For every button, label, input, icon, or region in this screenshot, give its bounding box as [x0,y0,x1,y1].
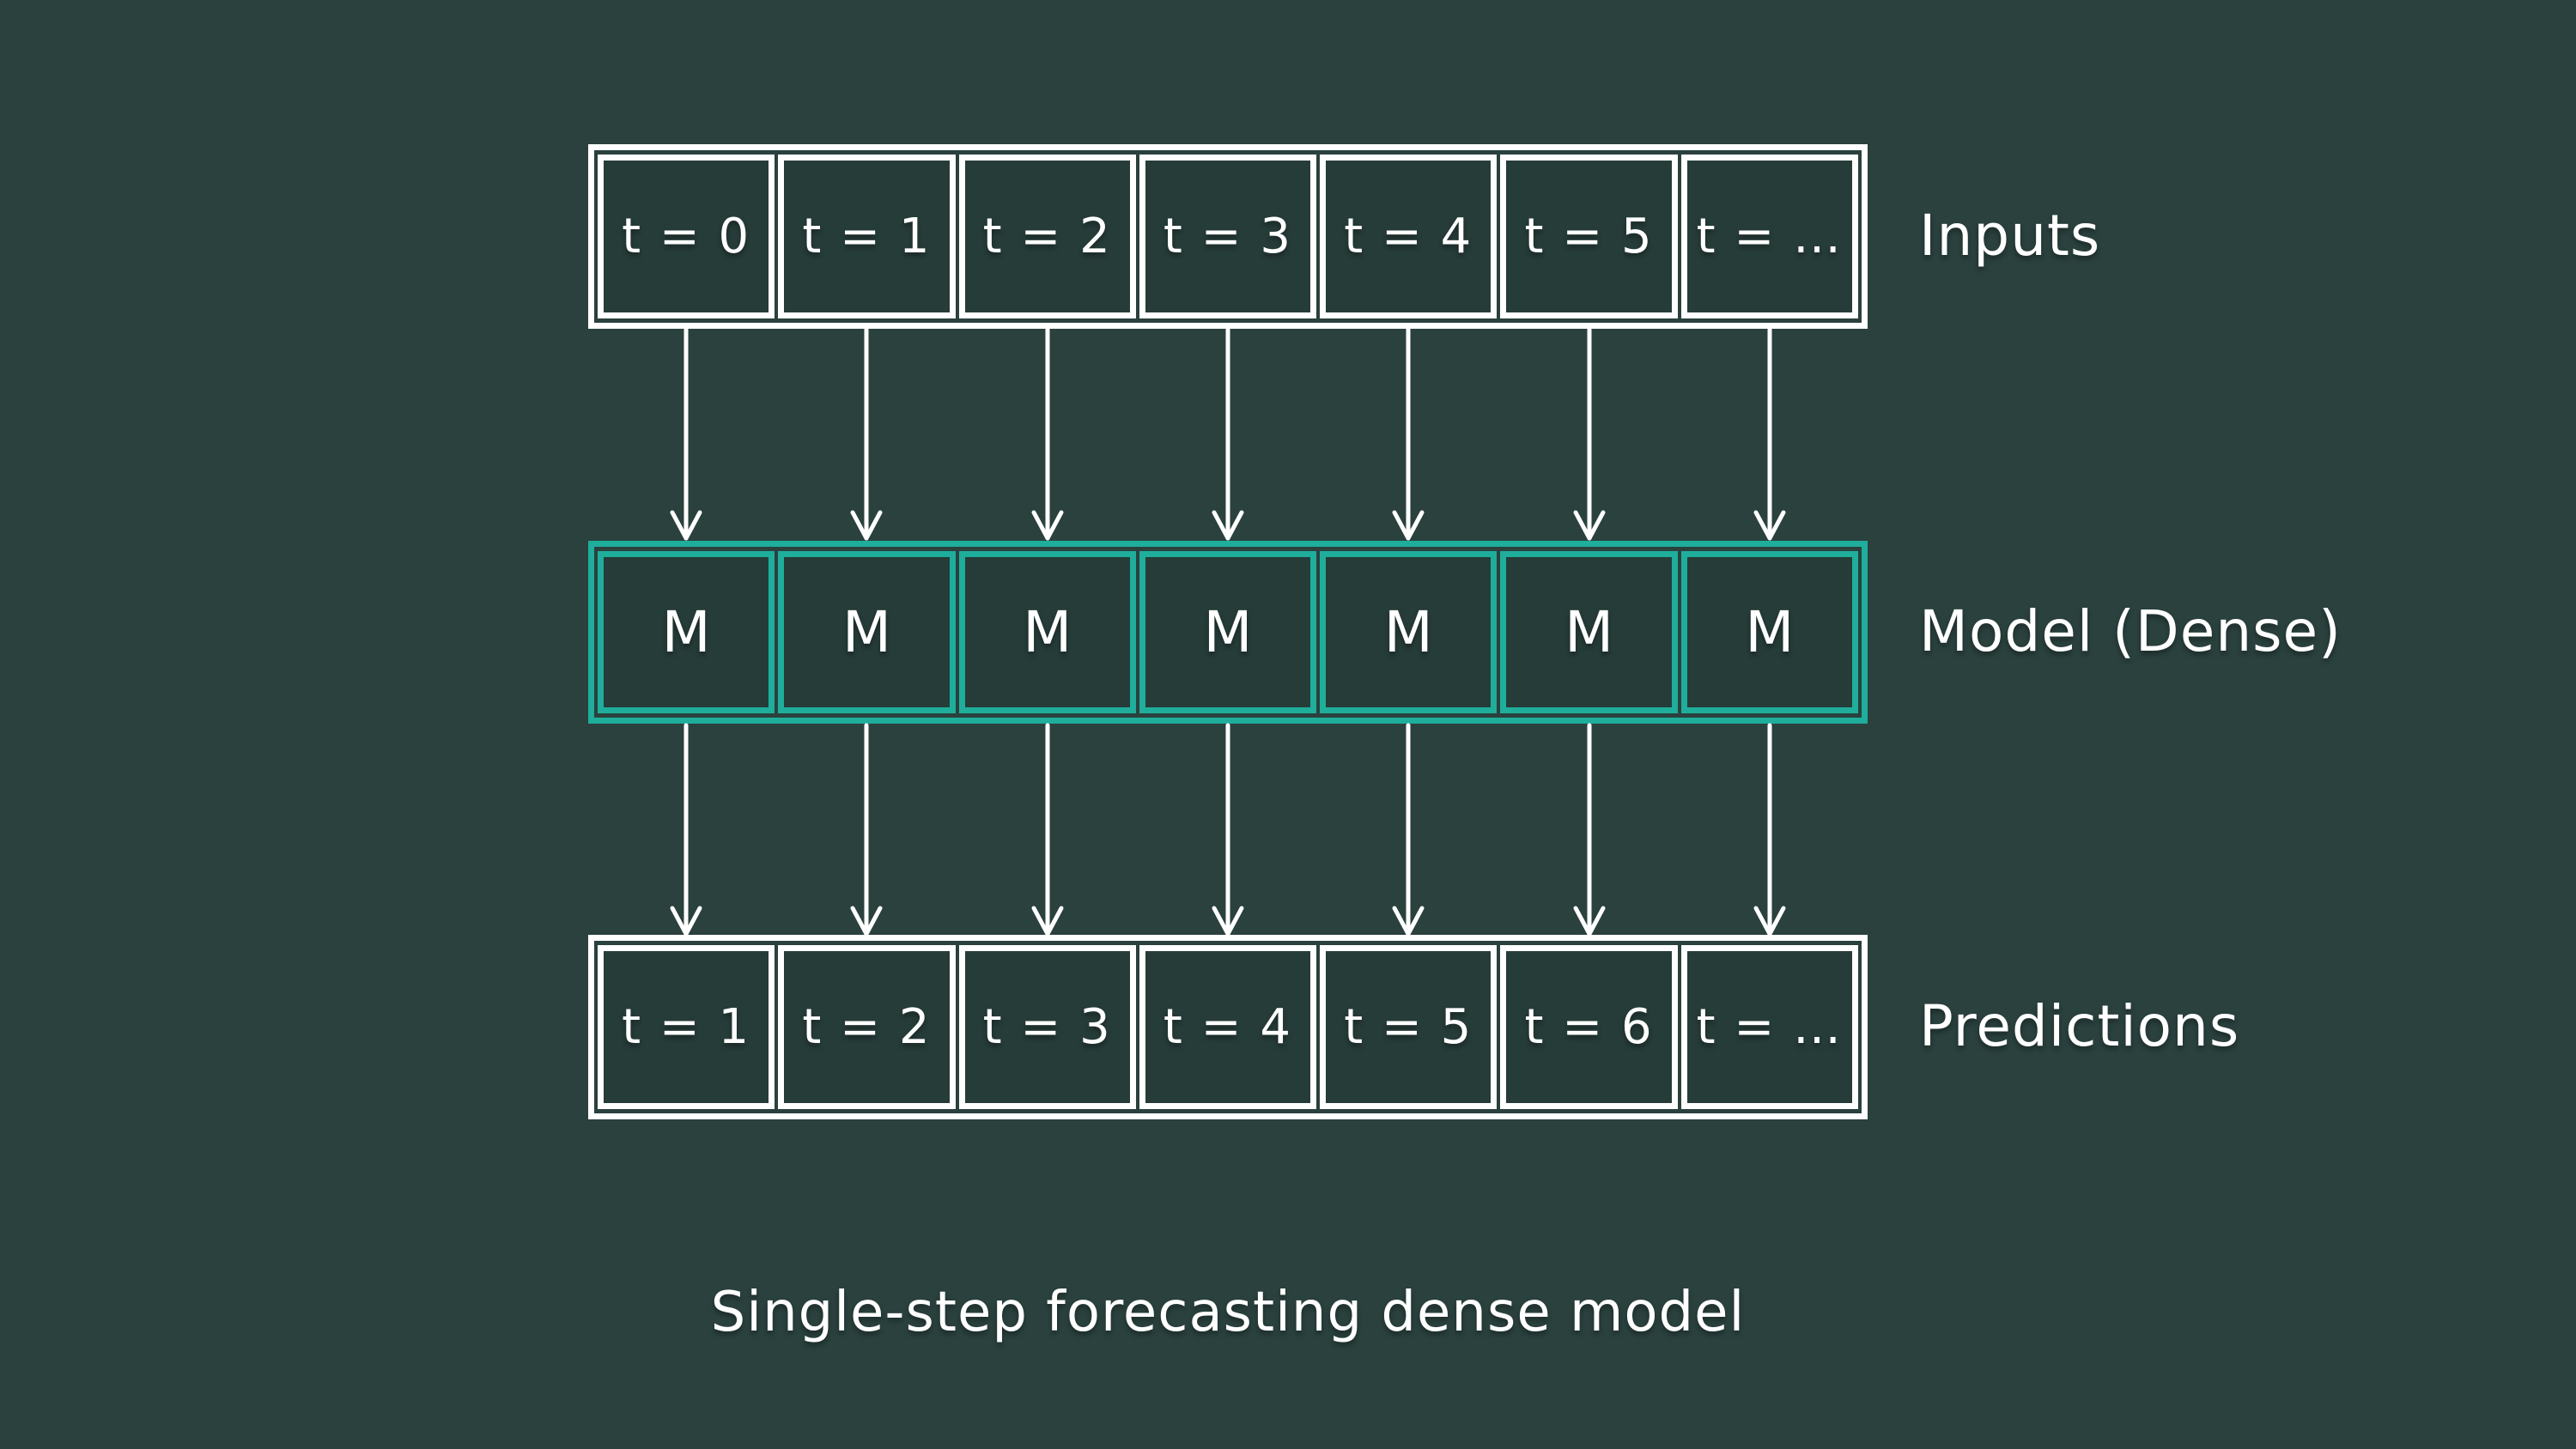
arrow-down-icon [1576,725,1603,934]
prediction-cell: t = 1 [598,945,775,1109]
arrow-down-icon [1576,330,1603,538]
prediction-cell: t = 4 [1139,945,1317,1109]
inputs-row: t = 0 t = 1 t = 2 t = 3 t = 4 t = 5 t = … [588,144,1868,329]
input-cell: t = 5 [1500,155,1678,318]
model-cell: M [778,551,956,713]
arrow-down-icon [672,725,700,934]
prediction-cell: t = 3 [958,945,1136,1109]
model-cell: M [1680,551,1858,713]
input-cell: t = 3 [1139,155,1317,318]
model-cell: M [958,551,1136,713]
predictions-row: t = 1 t = 2 t = 3 t = 4 t = 5 t = 6 t = … [588,935,1868,1119]
arrow-down-icon [1756,330,1783,538]
diagram-caption: Single-step forecasting dense model [710,1281,1746,1344]
model-cell: M [1320,551,1498,713]
model-cell: M [1500,551,1678,713]
prediction-cell: t = 6 [1500,945,1678,1109]
inputs-row-label: Inputs [1919,203,2101,269]
model-cell: M [1139,551,1317,713]
prediction-cell: t = … [1680,945,1858,1109]
model-cell: M [598,551,775,713]
arrow-down-icon [1214,725,1242,934]
input-cell: t = 2 [958,155,1136,318]
arrow-down-icon [853,725,880,934]
input-cell: t = 1 [778,155,956,318]
arrow-down-icon [1034,725,1061,934]
arrow-down-icon [1756,725,1783,934]
arrow-down-icon [1394,725,1422,934]
input-cell: t = 0 [598,155,775,318]
predictions-row-label: Predictions [1919,993,2240,1059]
input-cell: t = … [1680,155,1858,318]
arrow-down-icon [1394,330,1422,538]
prediction-cell: t = 2 [778,945,956,1109]
arrow-down-icon [672,330,700,538]
arrow-down-icon [1214,330,1242,538]
prediction-cell: t = 5 [1320,945,1498,1109]
input-cell: t = 4 [1320,155,1498,318]
model-row-label: Model (Dense) [1919,598,2342,664]
arrow-down-icon [853,330,880,538]
model-row: M M M M M M M [588,541,1868,724]
arrow-down-icon [1034,330,1061,538]
